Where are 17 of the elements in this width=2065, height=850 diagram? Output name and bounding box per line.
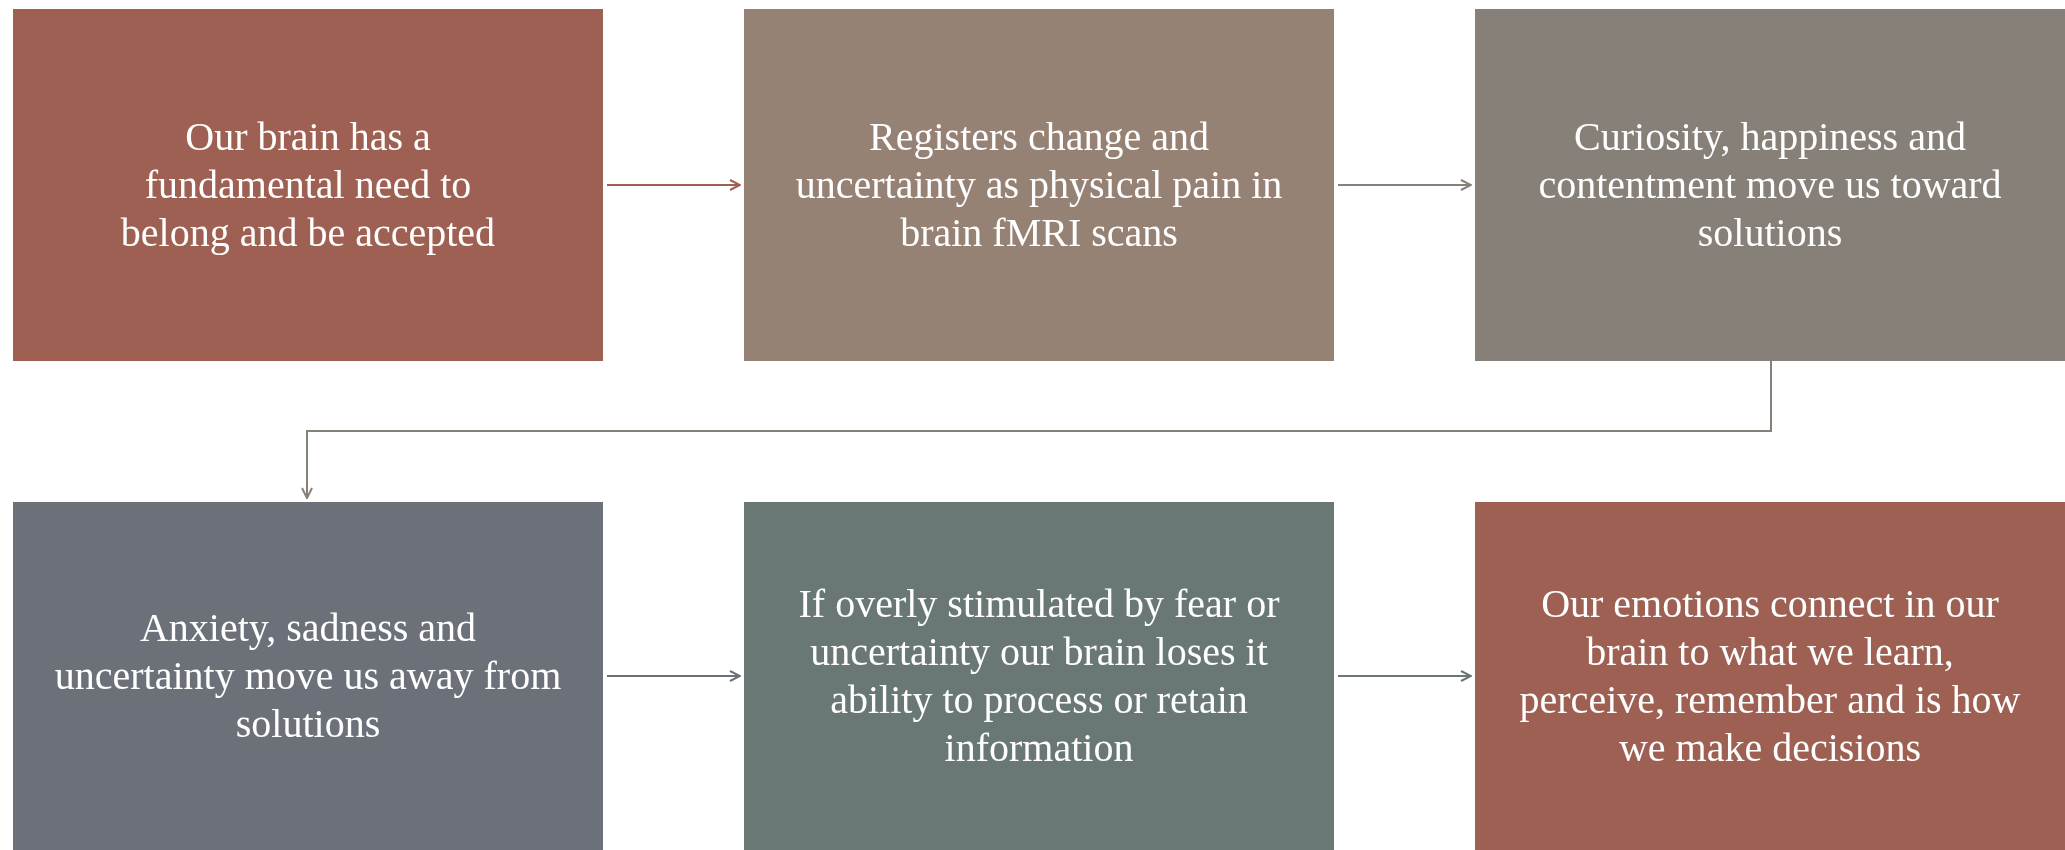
process-box [13, 502, 603, 850]
arrow [606, 179, 741, 191]
arrow [606, 670, 741, 682]
process-box [13, 9, 603, 361]
arrow [301, 360, 1772, 499]
arrow [1337, 179, 1472, 191]
process-box [744, 502, 1334, 850]
box-text: If overly stimulated by fear or uncertainty our brain loses it ability to process or retain information [797, 580, 1281, 772]
box-text: Our brain has a fundamental need to belong and be accepted [119, 113, 497, 257]
box-text: Our emotions connect in our brain to what we learn, perceive, remember and is how we make decisions [1518, 580, 2022, 772]
process-box [744, 9, 1334, 361]
box-text: Curiosity, happiness and contentment move us toward solutions [1537, 113, 2003, 257]
arrow [1337, 670, 1472, 682]
box-text: Registers change and uncertainty as physical pain in brain fMRI scans [794, 113, 1284, 257]
box-text: Anxiety, sadness and uncertainty move us away from solutions [53, 604, 563, 748]
process-box [1475, 9, 2065, 361]
process-box [1475, 502, 2065, 850]
